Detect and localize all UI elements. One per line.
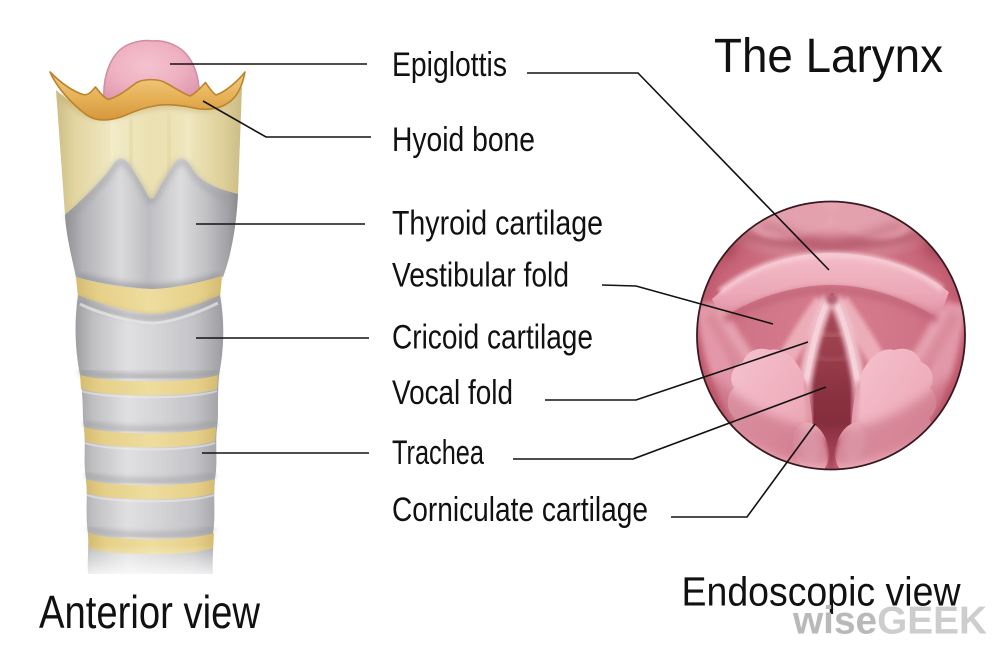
svg-text:Thyroid cartilage: Thyroid cartilage [392, 205, 603, 243]
svg-text:Anterior view: Anterior view [39, 586, 261, 638]
svg-text:Vocal fold: Vocal fold [392, 374, 513, 412]
svg-text:wiseGEEK: wiseGEEK [792, 600, 987, 643]
svg-text:Endoscopic view: Endoscopic view [682, 569, 961, 615]
svg-text:Hyoid bone: Hyoid bone [392, 121, 535, 159]
svg-text:Trachea: Trachea [392, 434, 485, 472]
svg-text:The Larynx: The Larynx [714, 30, 943, 83]
svg-text:Vestibular fold: Vestibular fold [392, 257, 569, 295]
svg-text:Epiglottis: Epiglottis [392, 46, 507, 84]
svg-text:Cricoid cartilage: Cricoid cartilage [392, 319, 593, 357]
svg-text:Corniculate cartilage: Corniculate cartilage [392, 491, 648, 529]
